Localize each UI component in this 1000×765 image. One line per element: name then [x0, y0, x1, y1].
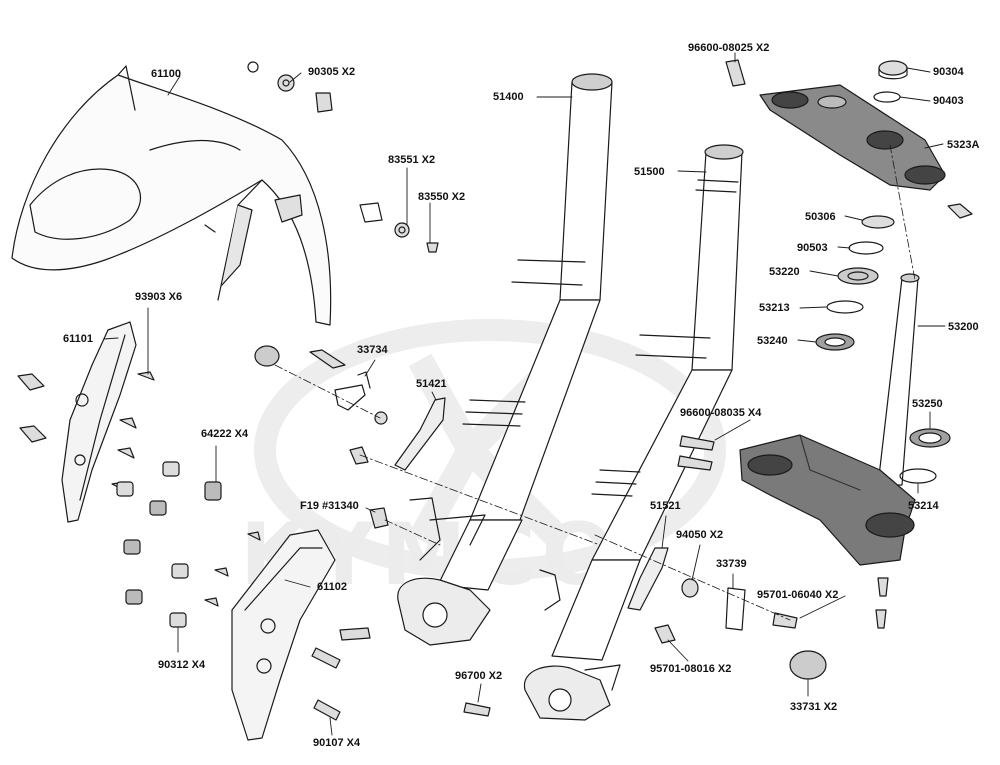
- part-label-90312: 90312 X4: [158, 659, 206, 671]
- fork-leg-51500: [523, 144, 744, 721]
- brackets: [334, 371, 746, 631]
- part-label-61100: 61100: [151, 68, 181, 80]
- part-label-61102: 61102: [317, 581, 347, 593]
- fork-guard-61101: [61, 321, 137, 523]
- part-label-83550: 83550 X2: [418, 191, 466, 203]
- part-label-95701-06040: 95701-06040 X2: [757, 589, 839, 601]
- part-label-53213: 53213: [759, 302, 790, 314]
- part-label-90305: 90305 X2: [308, 66, 356, 78]
- part-label-31340: F19 #31340: [300, 500, 359, 512]
- part-label-33734: 33734: [357, 344, 388, 356]
- part-label-96600-08025: 96600-08025 X2: [688, 42, 770, 54]
- part-label-5323A: 5323A: [947, 139, 980, 151]
- part-label-51521: 51521: [650, 500, 681, 512]
- part-label-51500: 51500: [634, 166, 665, 178]
- part-label-83551: 83551 X2: [388, 154, 436, 166]
- fork-leg-51400: [397, 73, 613, 646]
- fork-guard-61102: [231, 529, 336, 741]
- part-label-50306: 50306: [805, 211, 836, 223]
- part-label-53250: 53250: [912, 398, 943, 410]
- part-label-90503: 90503: [797, 242, 828, 254]
- part-label-96700: 96700 X2: [455, 670, 503, 682]
- part-label-53220: 53220: [769, 266, 800, 278]
- bearing-stack: [815, 60, 951, 484]
- part-label-51400: 51400: [493, 91, 524, 103]
- part-label-53200: 53200: [948, 321, 979, 333]
- part-label-96600-08035: 96600-08035 X4: [680, 407, 762, 419]
- assembly-axis-lines: [274, 144, 916, 621]
- part-label-33731: 33731 X2: [790, 701, 838, 713]
- part-label-53214: 53214: [908, 500, 939, 512]
- part-label-61101: 61101: [63, 333, 93, 345]
- part-label-90403: 90403: [933, 95, 964, 107]
- part-label-64222: 64222 X4: [201, 428, 249, 440]
- part-label-90304: 90304: [933, 66, 964, 78]
- front-fender-61100: [11, 65, 332, 326]
- top-bridge-5323A: [759, 84, 946, 191]
- part-label-51421: 51421: [416, 378, 447, 390]
- fasteners: [17, 59, 973, 721]
- part-label-95701-08016: 95701-08016 X2: [650, 663, 732, 675]
- part-label-94050: 94050 X2: [676, 529, 724, 541]
- steering-stem-53200: [739, 273, 920, 566]
- part-label-53240: 53240: [757, 335, 788, 347]
- part-label-90107: 90107 X4: [313, 737, 361, 749]
- part-label-93903: 93903 X6: [135, 291, 183, 303]
- part-label-33739: 33739: [716, 558, 747, 570]
- leader-lines: [103, 52, 946, 736]
